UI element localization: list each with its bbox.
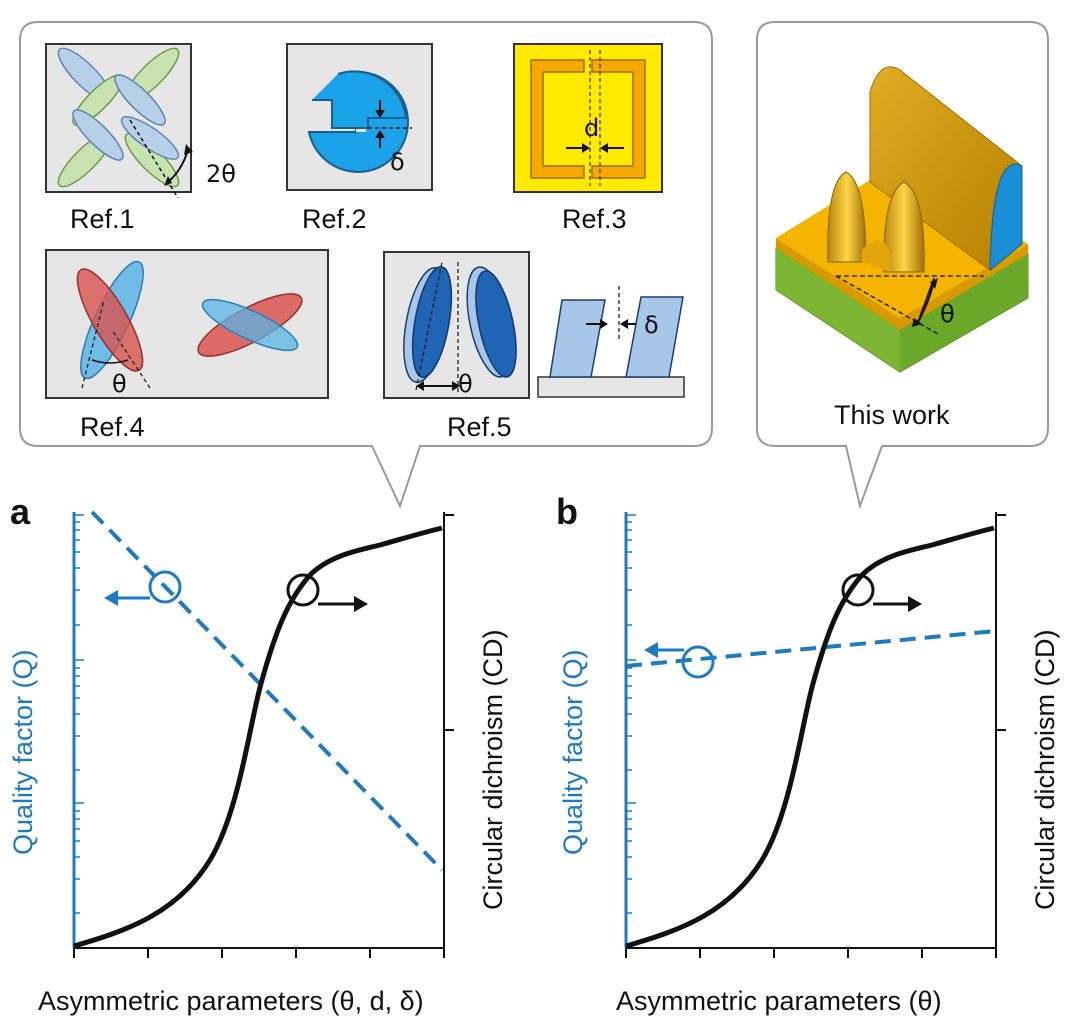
panel-b-right-axis-label: Circular dichroism (CD) [1030,629,1060,910]
panel-b-left-axis-label: Quality factor (Q) [558,649,588,855]
ref5-illustration [383,251,685,399]
ref3-d-symbol: d [584,114,599,142]
ref1-illustration [45,43,193,199]
ref2-illustration [286,43,433,191]
ref4-label: Ref.4 [80,412,145,442]
ref1-label: Ref.1 [70,204,135,234]
ref3-label: Ref.3 [562,204,627,234]
panel-a-x-axis-label: Asymmetric parameters (θ, d, δ) [38,986,424,1016]
ref5-label: Ref.5 [447,412,512,442]
this-work-3d-structure [775,66,1029,373]
two-theta-symbol: 2θ [206,160,236,188]
ref2-delta-symbol: δ [390,148,405,176]
this-work-label: This work [834,400,950,430]
panel-b-plot [624,512,1006,958]
panel-a-plot [72,510,454,958]
ref5-theta-symbol: θ [458,370,473,398]
ref4-theta-symbol: θ [112,370,127,398]
panel-b-x-axis-label: Asymmetric parameters (θ) [616,986,942,1016]
this-work-theta-symbol: θ [940,300,955,328]
ref4-illustration [45,249,329,399]
ref3-illustration [513,43,663,193]
panel-b-label: b [556,491,578,532]
panel-a-right-axis-label: Circular dichroism (CD) [478,629,508,910]
panel-a-left-axis-label: Quality factor (Q) [8,649,38,855]
panel-a-label: a [10,491,31,532]
ref2-label: Ref.2 [302,204,367,234]
ref5-delta-symbol: δ [644,311,659,339]
